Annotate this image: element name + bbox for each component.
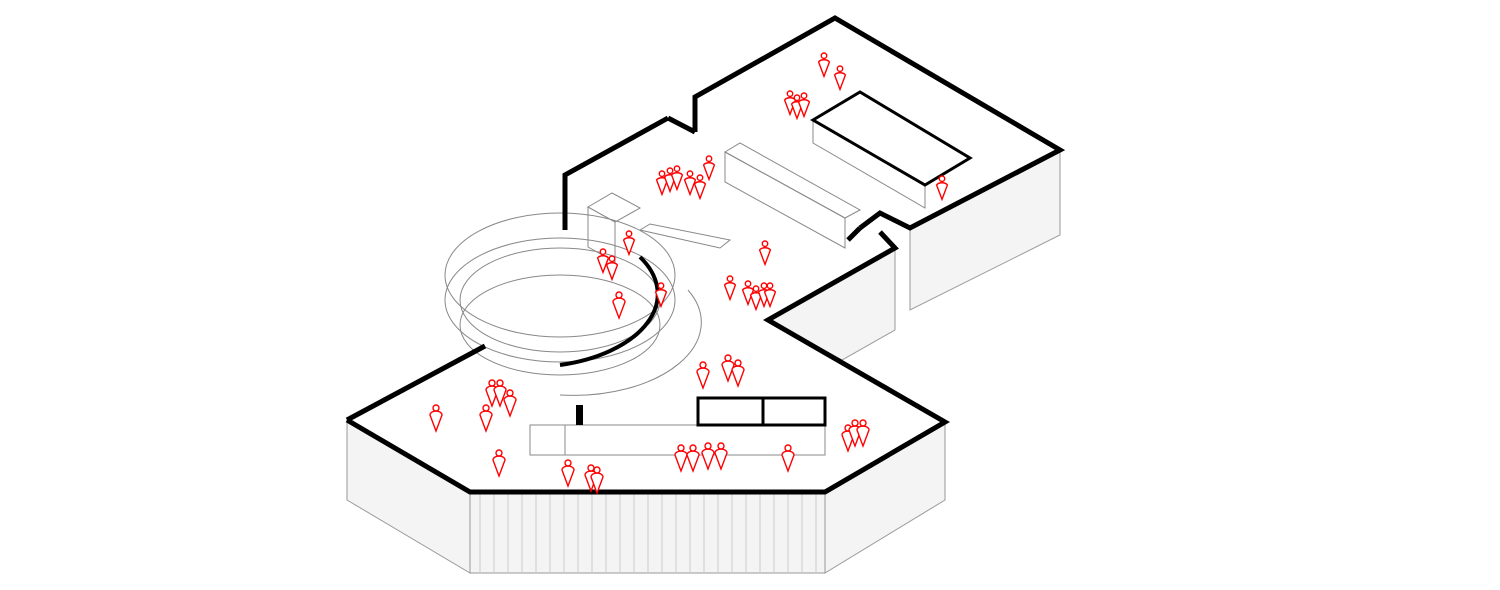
person-head-icon [495,449,503,457]
person-head-icon [786,90,794,98]
person-icon [605,262,619,282]
person-head-icon [696,174,704,182]
person-head-icon [666,167,674,175]
person-head-icon [658,170,666,178]
person-head-icon [686,170,694,178]
person-icon [693,181,707,201]
person-head-icon [482,404,490,412]
person-icon [596,255,610,275]
person-head-icon [587,464,595,472]
person-head-icon [599,248,607,256]
person-head-icon [836,65,844,73]
people-markers [429,52,949,495]
person-icon [654,289,668,309]
atrium-railing [444,237,676,363]
person-icon [797,99,811,119]
exterior-wall-outline [345,343,487,423]
person-head-icon [689,444,697,452]
person-head-icon [506,389,514,397]
person-head-icon [564,459,572,467]
floor-slab [347,18,1060,492]
person-icon [741,287,755,307]
person-head-icon [724,354,732,362]
person-head-icon [859,419,867,427]
person-head-icon [615,291,623,299]
person-icon [723,282,737,302]
person-icon [833,72,847,92]
person-head-icon [704,442,712,450]
curved-wall [559,255,660,367]
person-icon [670,172,684,192]
facade-walls [346,149,1061,574]
person-icon [683,177,697,197]
person-head-icon [820,52,828,60]
person-head-icon [744,280,752,288]
person-head-icon [699,361,707,369]
person-head-icon [761,240,769,248]
person-head-icon [677,444,685,452]
person-head-icon [673,165,681,173]
person-head-icon [766,282,774,290]
person-icon [702,162,716,182]
person-head-icon [851,419,859,427]
person-head-icon [726,275,734,283]
person-head-icon [793,94,801,102]
person-head-icon [752,285,760,293]
person-icon [758,247,772,267]
person-head-icon [734,359,742,367]
person-head-icon [608,255,616,263]
person-head-icon [938,175,946,183]
person-head-icon [496,379,504,387]
person-head-icon [760,282,768,290]
person-head-icon [432,404,440,412]
person-head-icon [705,155,713,163]
person-head-icon [784,444,792,452]
person-head-icon [717,442,725,450]
person-head-icon [625,230,633,238]
person-head-icon [593,466,601,474]
person-icon [935,182,949,202]
person-icon [817,59,831,79]
person-head-icon [657,282,665,290]
person-icon [622,237,636,257]
person-head-icon [488,379,496,387]
person-icon [763,289,777,309]
person-head-icon [800,92,808,100]
